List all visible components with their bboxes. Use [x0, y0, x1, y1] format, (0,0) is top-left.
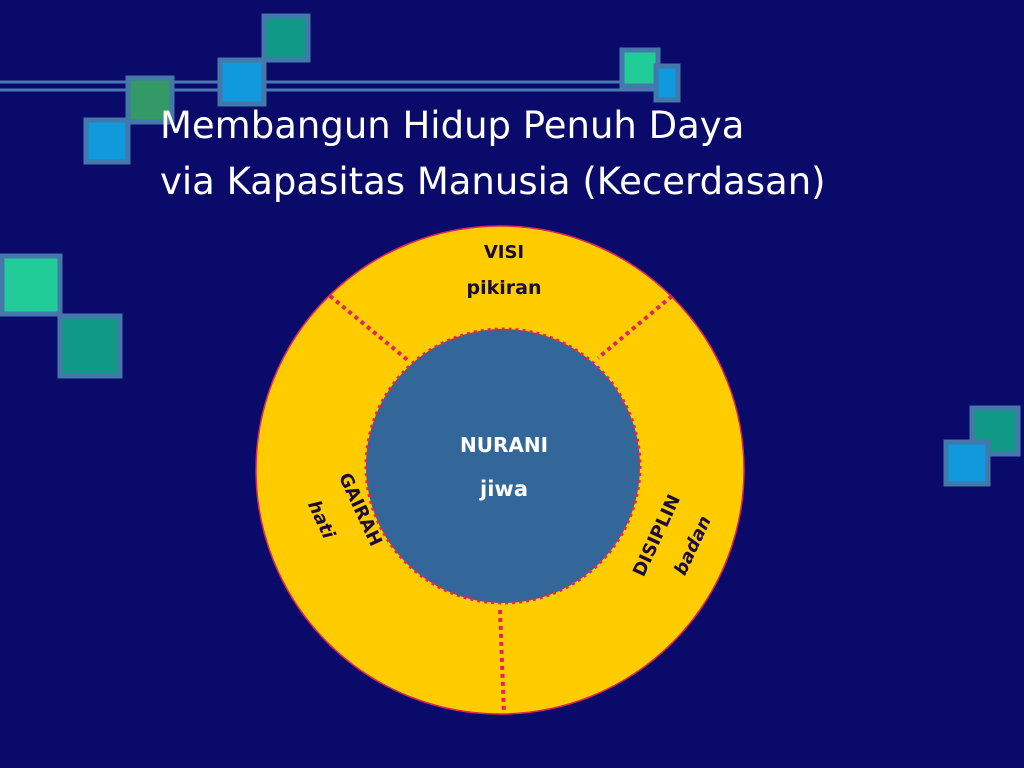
center-label: NURANI: [460, 433, 548, 457]
inner-circle: [364, 327, 642, 605]
decor-squares-left: [0, 253, 123, 379]
page-title: Membangun Hidup Penuh Daya via Kapasitas…: [160, 98, 826, 210]
title-line-1: Membangun Hidup Penuh Daya: [160, 104, 745, 147]
decor-squares-top: [83, 13, 681, 165]
segment-dividers: [328, 294, 674, 715]
center-sublabel: jiwa: [479, 477, 528, 501]
segment-visi-sublabel: pikiran: [467, 277, 542, 299]
decor-lines: [0, 80, 680, 92]
title-line-2: via Kapasitas Manusia (Kecerdasan): [160, 160, 826, 203]
decor-squares-right: [943, 405, 1021, 487]
segment-visi-label: VISI: [484, 242, 524, 263]
